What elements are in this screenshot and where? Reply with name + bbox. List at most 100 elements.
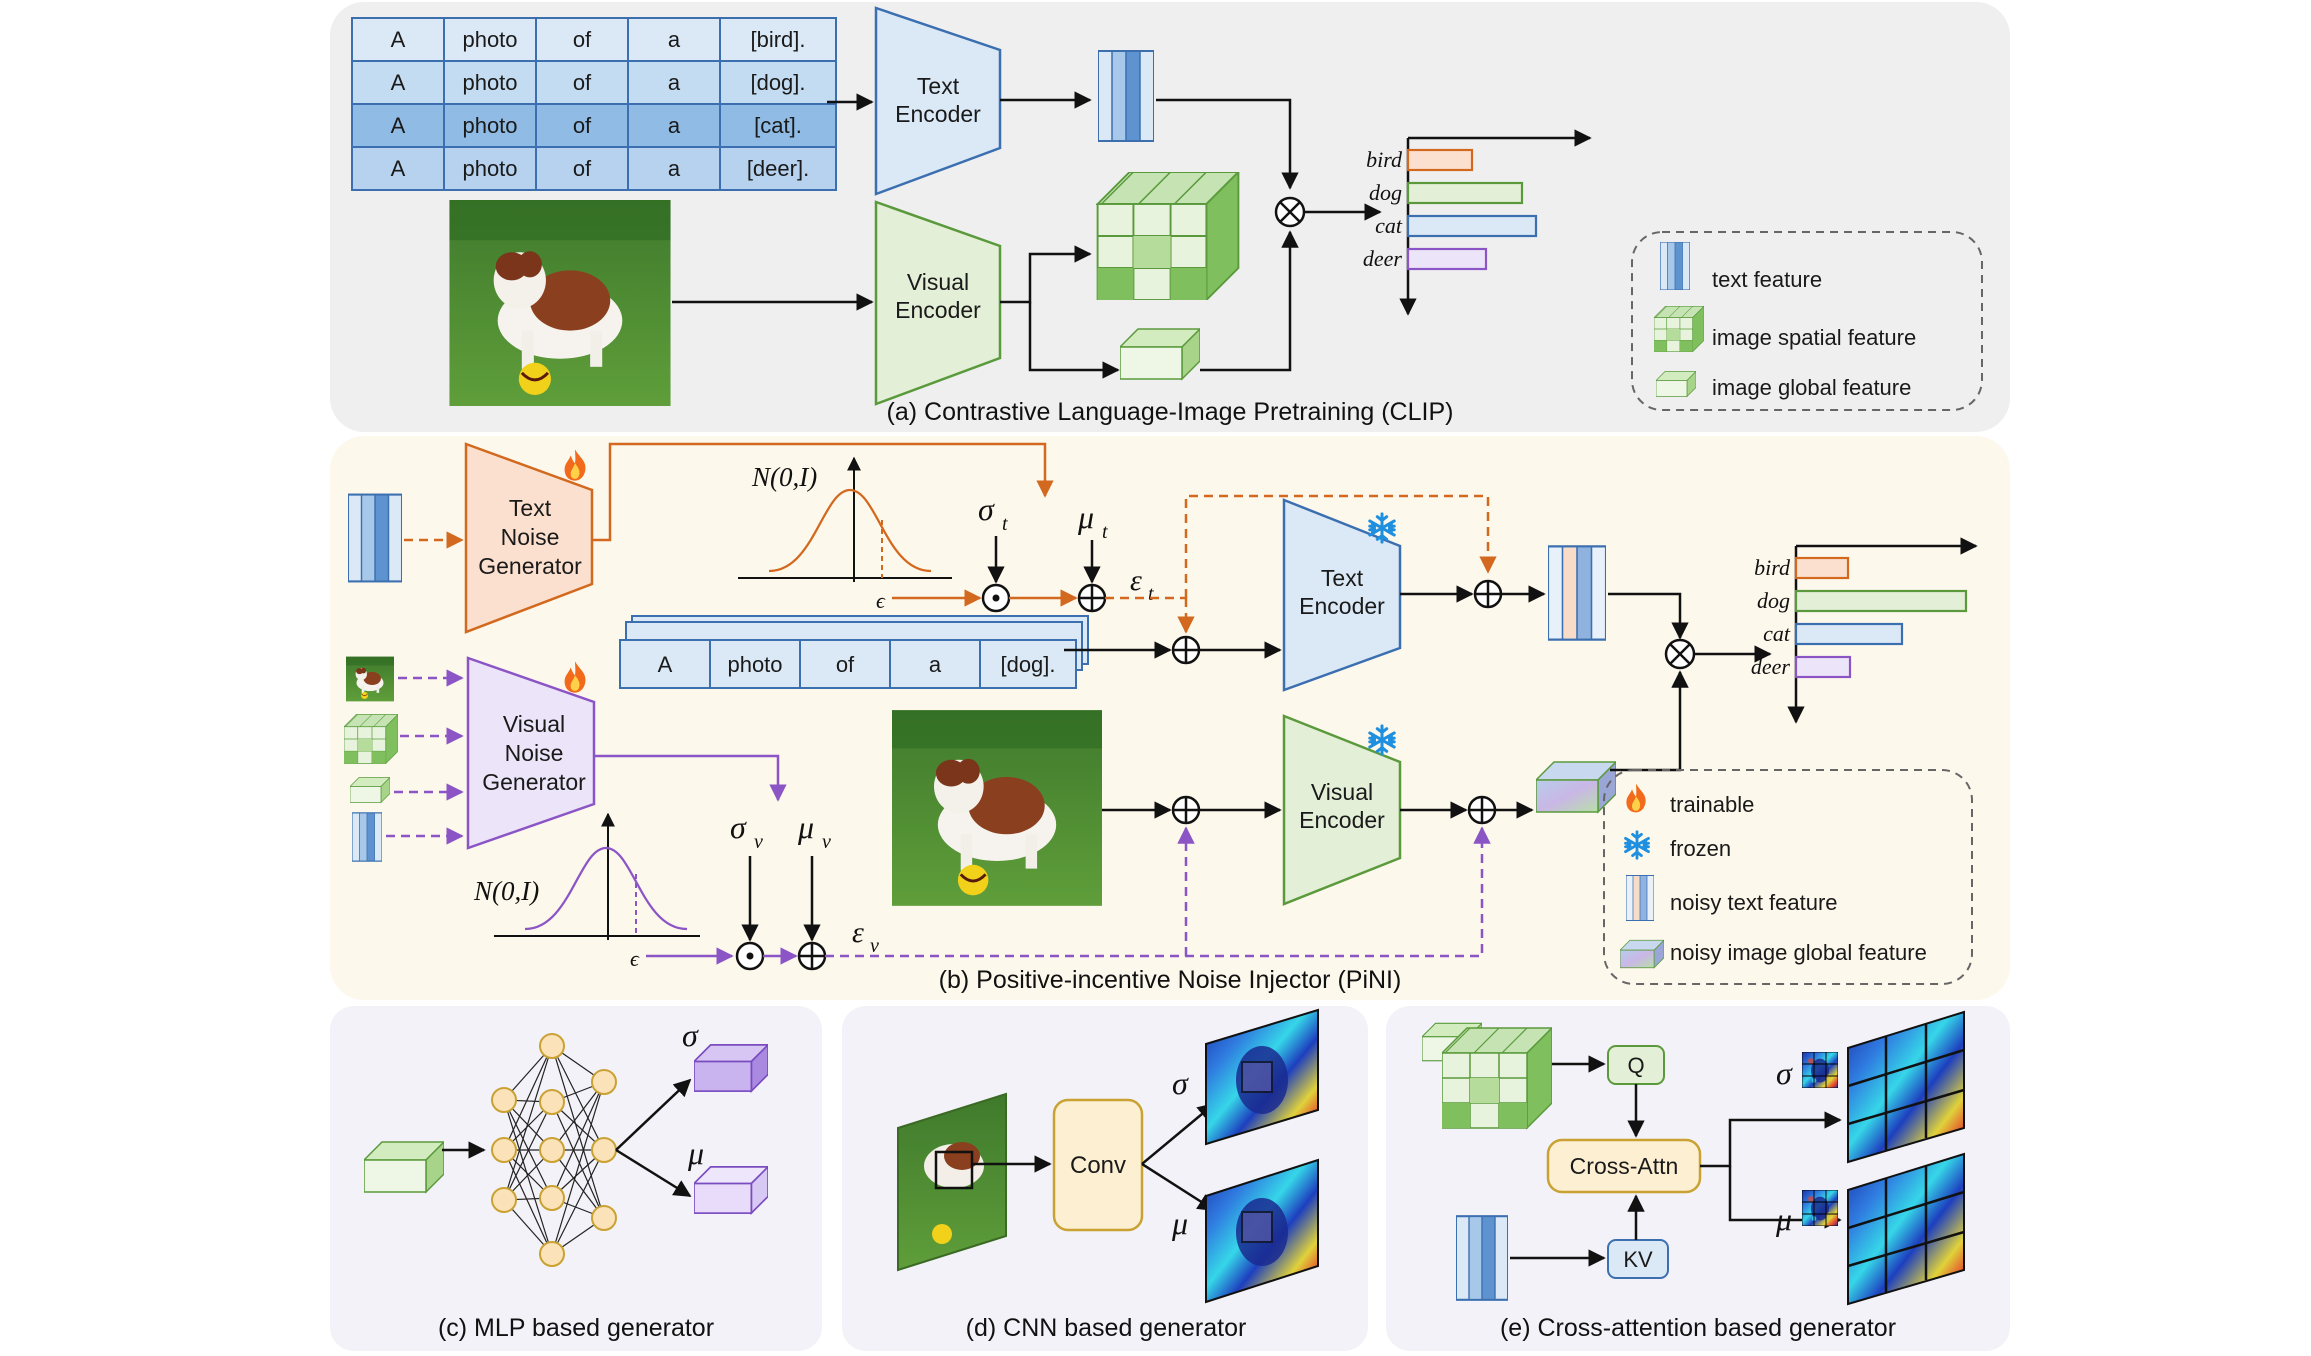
prompt-cell <box>443 146 537 191</box>
xattn-spatial-feature-icon <box>1442 1027 1552 1129</box>
mlp-generator <box>491 1033 692 1267</box>
prompt-token: A <box>391 156 406 181</box>
mlp-connection <box>551 1081 605 1255</box>
visual-noise-generator: Visual Noise Generator <box>466 656 596 850</box>
mlp-connection <box>503 1099 553 1199</box>
svg-text:Text: Text <box>509 495 552 521</box>
mlp-mu-label: μ <box>687 1135 704 1171</box>
text-feature-add-oplus <box>1473 579 1503 609</box>
text-noise-multiply-odot <box>981 583 1011 613</box>
svg-text:KV: KV <box>1623 1247 1653 1272</box>
mlp-connection <box>503 1045 553 1201</box>
xattn-mu-label: μ <box>1775 1201 1792 1237</box>
mlp-neuron <box>491 1187 517 1213</box>
chart-label-bird: bird <box>1366 147 1403 172</box>
prompt-token: [dog]. <box>1000 652 1055 677</box>
chart-label-cat: cat <box>1763 621 1791 646</box>
mlp-neuron <box>491 1137 517 1163</box>
prompt-token: A <box>658 652 673 677</box>
legend-image-global-feature-icon <box>1656 371 1696 397</box>
svg-text:Noise: Noise <box>505 740 564 766</box>
prompt-cell <box>719 103 837 148</box>
chart-bar-dog <box>1794 589 1968 613</box>
clip-visual-encoder: Visual Encoder <box>874 200 1002 406</box>
mlp-input-global-feature-icon <box>364 1140 444 1194</box>
prompt-cell <box>979 639 1077 689</box>
pini-similarity-otimes <box>1664 638 1696 670</box>
cross-attn-block: Cross-Attn <box>1546 1138 1702 1194</box>
text-noise-distribution: N(0,I) ϵ <box>738 456 952 613</box>
prompt-token: [dog]. <box>750 70 805 95</box>
text-noise-generator: Text Noise Generator <box>464 442 594 634</box>
legend-noisy-text-feature-label: noisy text feature <box>1670 890 1838 915</box>
prompt-token: a <box>668 27 681 52</box>
cnn-sigma-label: σ <box>1172 1065 1189 1101</box>
prompt-cell <box>799 639 891 689</box>
xattn-caption: (e) Cross-attention based generator <box>1500 1314 1896 1342</box>
chart-bar-cat <box>1406 214 1538 238</box>
legend-noisy-text-feature-icon <box>1626 874 1654 922</box>
svg-text:Visual: Visual <box>503 711 565 737</box>
vng-input-global-feature-icon <box>350 777 390 803</box>
chart-label-bird: bird <box>1754 555 1791 580</box>
mlp-neuron <box>491 1087 517 1113</box>
clip-caption: (a) Contrastive Language-Image Pretraini… <box>887 398 1454 426</box>
svg-text:v: v <box>754 831 763 853</box>
prompt-token: A <box>391 27 406 52</box>
chart-bar-bird <box>1794 556 1850 580</box>
mlp-connection <box>503 1101 553 1201</box>
text-noise-add-oplus <box>1077 583 1107 613</box>
visual-noise-distribution: N(0,I) ϵ <box>473 812 700 971</box>
mlp-connection <box>551 1081 605 1199</box>
xattn-text-feature-icon <box>1456 1215 1508 1301</box>
chart-label-dog: dog <box>1369 180 1402 205</box>
pini-visual-encoder: Visual Encoder <box>1282 714 1402 906</box>
xattn-mu-small-heatmap <box>1802 1190 1838 1226</box>
visual-noise-add-oplus <box>797 941 827 971</box>
prompt-token: A <box>391 70 406 95</box>
prompt-token: photo <box>462 156 517 181</box>
mlp-caption: (c) MLP based generator <box>438 1314 714 1342</box>
pini-dog-image <box>892 708 1102 908</box>
svg-text:Noise: Noise <box>501 524 560 550</box>
xattn-sigma-heatmap-grid <box>1847 1010 1965 1164</box>
vng-input-spatial-feature-icon <box>344 714 398 764</box>
svg-text:Visual: Visual <box>1311 779 1373 805</box>
legend-text-feature-label: text feature <box>1712 267 1822 292</box>
svg-text:N(0,I): N(0,I) <box>751 462 817 492</box>
mlp-neuron <box>591 1069 617 1095</box>
mlp-connection <box>551 1149 605 1219</box>
mu-t-label: μ <box>1077 499 1094 535</box>
chart-label-deer: deer <box>1363 246 1403 271</box>
chart-bar-deer <box>1794 655 1852 679</box>
clip-legend: text feature image spatial feature image… <box>1631 231 1983 411</box>
prompt-cell <box>443 17 537 62</box>
svg-text:Conv: Conv <box>1070 1152 1126 1179</box>
svg-text:v: v <box>870 935 879 957</box>
mlp-neuron <box>539 1241 565 1267</box>
clip-text-feature-icon <box>1098 49 1154 143</box>
legend-trainable-label: trainable <box>1670 792 1754 817</box>
epsilon-v-label: ε <box>852 916 864 949</box>
cnn-input-image <box>897 1092 1007 1272</box>
mlp-connection <box>551 1149 605 1255</box>
mlp-connection <box>551 1101 605 1219</box>
legend-frozen-label: frozen <box>1670 836 1731 861</box>
prompt-token: [deer]. <box>747 156 809 181</box>
svg-text:Visual: Visual <box>907 269 969 295</box>
mu-v-label: μ <box>797 809 814 845</box>
noisy-image-global-feature-icon <box>1536 760 1616 814</box>
legend-image-global-feature-label: image global feature <box>1712 375 1911 400</box>
prompt-token: of <box>836 652 855 677</box>
chart-label-dog: dog <box>1757 588 1790 613</box>
pini-caption: (b) Positive-incentive Noise Injector (P… <box>939 966 1402 994</box>
mlp-mu-output-icon <box>694 1165 768 1215</box>
prompt-token: photo <box>727 652 782 677</box>
mlp-connection <box>503 1149 553 1255</box>
svg-text:t: t <box>1148 583 1154 605</box>
mlp-neuron <box>591 1205 617 1231</box>
image-noise-add-oplus <box>1171 795 1201 825</box>
